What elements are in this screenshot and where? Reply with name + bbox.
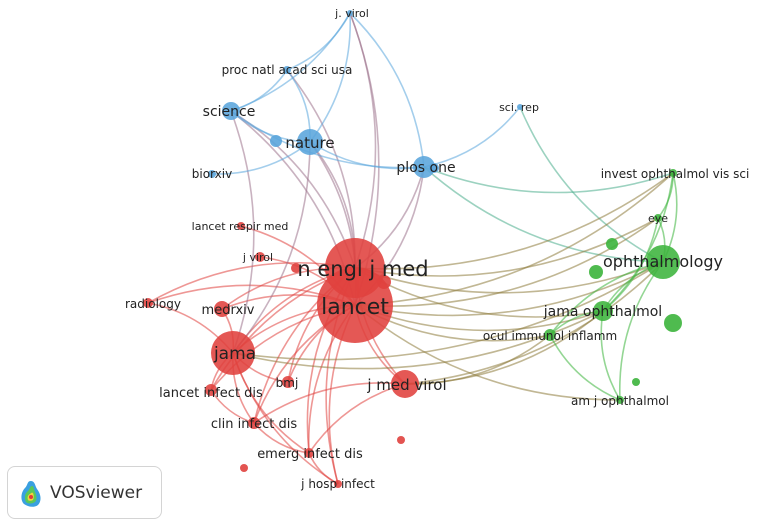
label-ophthalmology: ophthalmology xyxy=(603,252,723,271)
node-dot[interactable] xyxy=(291,263,301,273)
edge-plosone-iovs xyxy=(423,166,674,194)
node-nature[interactable] xyxy=(297,129,323,155)
label-scirep: sci. rep xyxy=(499,101,539,114)
edge-jmedvirol-clininfect xyxy=(253,382,406,424)
label-emerginfect: emerg infect dis xyxy=(257,447,363,462)
edge-jamaophth-eye xyxy=(602,217,659,312)
label-lancetinfect: lancet infect dis xyxy=(159,386,263,401)
edge-nejm-eye xyxy=(354,217,659,277)
label-clininfect: clin infect dis xyxy=(211,417,297,432)
edge-jama-ophthalmology xyxy=(232,261,664,361)
node-jmedvirol[interactable] xyxy=(391,370,419,398)
label-jvirol_red: j virol xyxy=(242,251,273,264)
label-iovs: invest ophthalmol vis sci xyxy=(601,167,750,181)
node-iovs[interactable] xyxy=(669,169,677,177)
label-lancet: lancet xyxy=(321,295,389,320)
edge-scirep-ophthalmology xyxy=(519,106,664,263)
vosviewer-badge[interactable]: VOSviewer xyxy=(7,466,162,519)
label-medrxiv: medrxiv xyxy=(202,303,255,318)
edge-lancet-ajo xyxy=(354,304,621,401)
edge-ophthalmology-ajo xyxy=(618,261,664,401)
node-eye[interactable] xyxy=(654,214,662,222)
label-biorxiv: biorxiv xyxy=(192,167,232,181)
edge-jmedvirol-ophthalmology xyxy=(404,261,664,385)
node-ocul[interactable] xyxy=(544,329,556,341)
node-dot[interactable] xyxy=(589,265,603,279)
edge-plosone-ophthalmology xyxy=(423,166,664,263)
node-jvirol_red[interactable] xyxy=(255,252,265,262)
node-jhosp[interactable] xyxy=(334,480,342,488)
label-lancetrespir: lancet respir med xyxy=(192,220,289,233)
label-science: science xyxy=(203,104,256,120)
label-jhosp: j hosp infect xyxy=(300,477,375,491)
edge-jama-jamaophth xyxy=(232,310,604,370)
node-scirep[interactable] xyxy=(517,104,523,110)
label-plosone: plos one xyxy=(396,160,455,176)
node-jvirol_blue[interactable] xyxy=(347,10,353,16)
label-jmedvirol: j med virol xyxy=(366,376,446,394)
label-jvirol_blue: j. virol xyxy=(334,7,369,20)
node-dot[interactable] xyxy=(606,238,618,250)
edge-science-jvirol_blue xyxy=(230,12,351,112)
edge-nature-jvirol_blue xyxy=(309,12,352,143)
node-medrxiv[interactable] xyxy=(214,301,230,317)
edge-science-plosone xyxy=(230,110,425,169)
node-ophthalmology[interactable] xyxy=(646,245,680,279)
edge-eye-iovs xyxy=(657,172,674,219)
label-jama: jama xyxy=(213,344,256,364)
label-nejm: n engl j med xyxy=(297,257,428,281)
edge-jmedvirol-emerginfect xyxy=(308,383,406,454)
edge-nejm-pnas xyxy=(286,69,356,269)
edge-plosone-jvirol_blue xyxy=(349,12,425,168)
edge-ocul-ajo xyxy=(549,334,621,401)
node-emerginfect[interactable] xyxy=(304,448,314,458)
node-dot[interactable] xyxy=(397,436,405,444)
labels: lancet n engl j med jama j med virol lancet … xyxy=(125,7,749,491)
node-dot[interactable] xyxy=(240,464,248,472)
edge-jama-nature xyxy=(232,141,311,354)
node-clininfect[interactable] xyxy=(248,417,260,429)
node-dot[interactable] xyxy=(632,378,640,386)
edge-plosone-scirep xyxy=(423,106,521,168)
node-nejm[interactable] xyxy=(325,238,385,298)
label-ajo: am j ophthalmol xyxy=(571,394,669,408)
label-eye: eye xyxy=(648,212,668,225)
label-bmj: bmj xyxy=(276,376,299,390)
node-dot[interactable] xyxy=(270,135,282,147)
edge-nejm-iovs xyxy=(354,172,674,270)
node-radiology[interactable] xyxy=(143,298,153,308)
edge-lancet-ophthalmology xyxy=(354,261,664,317)
node-science[interactable] xyxy=(222,102,240,120)
node-dot[interactable] xyxy=(664,314,682,332)
label-pnas: proc natl acad sci usa xyxy=(222,63,353,77)
nodes xyxy=(143,10,682,488)
edge-jamaophth-ajo xyxy=(600,310,621,401)
label-nature: nature xyxy=(285,134,334,152)
edge-jama-science xyxy=(230,110,255,354)
edge-clininfect-emerginfect xyxy=(253,422,310,454)
node-plosone[interactable] xyxy=(413,156,435,178)
node-lancetrespir[interactable] xyxy=(237,222,245,230)
node-biorxiv[interactable] xyxy=(208,170,216,178)
node-lancetinfect[interactable] xyxy=(205,384,217,396)
edge-lancet-eye xyxy=(354,217,659,307)
edge-jamaophth-iovs xyxy=(602,172,674,312)
node-jamaophth[interactable] xyxy=(593,301,613,321)
node-bmj[interactable] xyxy=(282,376,294,388)
edge-pnas-jvirol_blue xyxy=(286,12,351,71)
label-ocul: ocul immunol inflamm xyxy=(483,329,617,343)
node-jama[interactable] xyxy=(211,331,255,375)
label-jamaophth: jama ophthalmol xyxy=(543,304,662,320)
edge-jmedvirol-jamaophth xyxy=(404,310,604,385)
edges xyxy=(147,12,678,485)
node-ajo[interactable] xyxy=(616,396,624,404)
vosviewer-logo-icon xyxy=(21,480,41,507)
node-pnas[interactable] xyxy=(283,66,291,74)
brand-label: VOSviewer xyxy=(50,482,143,503)
label-radiology: radiology xyxy=(125,297,181,311)
